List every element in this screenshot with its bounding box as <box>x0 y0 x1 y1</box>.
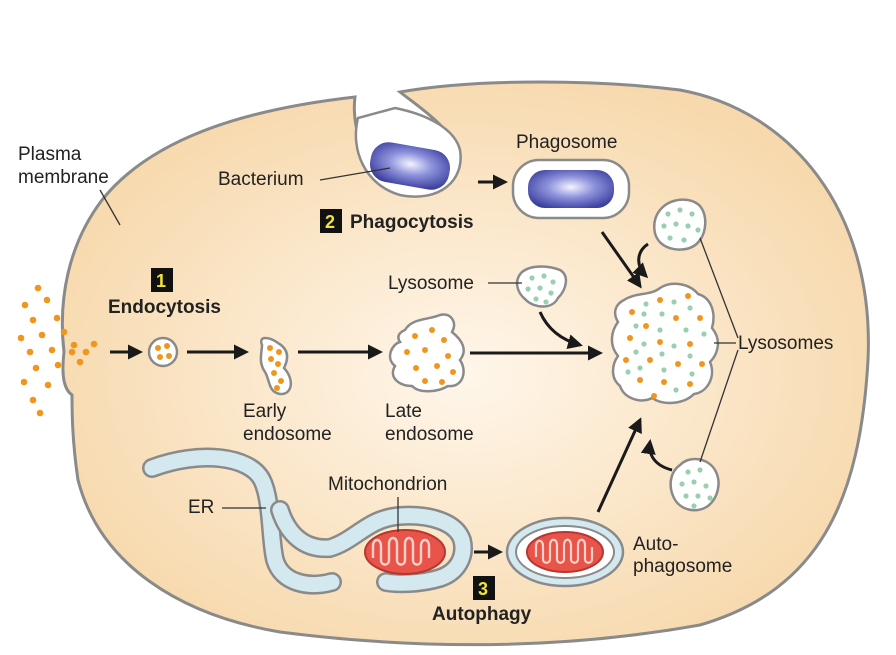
extracellular-cargo <box>17 284 98 417</box>
endocytosis-badge: 1 <box>151 268 173 292</box>
late-endosome <box>388 313 465 393</box>
autophagy-label: Autophagy <box>432 604 532 625</box>
endoplasmic-reticulum <box>142 447 473 595</box>
mitochondrion-label: Mitochondrion <box>328 474 447 532</box>
lysosomes-label: Lysosomes <box>699 237 833 463</box>
svg-text:Bacterium: Bacterium <box>218 169 304 190</box>
lower-lysosome-arrow <box>640 439 673 472</box>
upper-lysosome-arrow <box>632 242 649 279</box>
svg-text:Lysosome: Lysosome <box>388 273 474 294</box>
early-endosome <box>259 336 292 396</box>
svg-text:membrane: membrane <box>18 167 109 188</box>
svg-text:Plasma: Plasma <box>18 144 82 165</box>
lysosome-label: Lysosome <box>388 273 522 294</box>
svg-text:3: 3 <box>478 579 488 599</box>
svg-text:Auto-: Auto- <box>633 534 678 555</box>
autophagosome-label: Auto- phagosome <box>633 534 732 577</box>
svg-text:1: 1 <box>156 271 166 291</box>
endolysosome <box>610 282 720 405</box>
late-endosome-label: Late endosome <box>385 401 474 445</box>
phagocytosis-label: Phagocytosis <box>350 212 474 233</box>
lysosome-to-hybrid-arrow <box>538 311 583 350</box>
phagosome-to-hybrid-arrow <box>600 231 642 289</box>
er-label: ER <box>188 497 266 518</box>
svg-text:Late: Late <box>385 401 422 422</box>
endocytosis-label: Endocytosis <box>108 297 221 318</box>
svg-text:Mitochondrion: Mitochondrion <box>328 474 447 495</box>
lysosome-lower <box>669 457 720 512</box>
svg-text:Lysosomes: Lysosomes <box>738 333 833 354</box>
svg-text:ER: ER <box>188 497 214 518</box>
autophagy-badge: 3 <box>473 576 495 600</box>
mitochondrion <box>364 529 446 575</box>
bacterium <box>354 106 462 198</box>
endocytic-vesicle <box>147 336 179 368</box>
autophagosome <box>505 516 625 588</box>
svg-text:2: 2 <box>325 212 335 232</box>
phagosome-label: Phagosome <box>516 132 617 153</box>
svg-text:endosome: endosome <box>243 424 332 445</box>
lysosome-upper <box>653 198 707 251</box>
phagosome <box>511 158 631 220</box>
svg-text:endosome: endosome <box>385 424 474 445</box>
svg-text:phagosome: phagosome <box>633 556 732 577</box>
bacterium-label: Bacterium <box>218 167 391 190</box>
autophagosome-to-hybrid-arrow <box>596 417 642 513</box>
plasma-membrane-label: Plasma membrane <box>18 144 121 226</box>
phagocytosis-badge: 2 <box>320 209 342 233</box>
lysosome <box>515 265 568 308</box>
svg-text:Early: Early <box>243 401 287 422</box>
early-endosome-label: Early endosome <box>243 401 332 445</box>
